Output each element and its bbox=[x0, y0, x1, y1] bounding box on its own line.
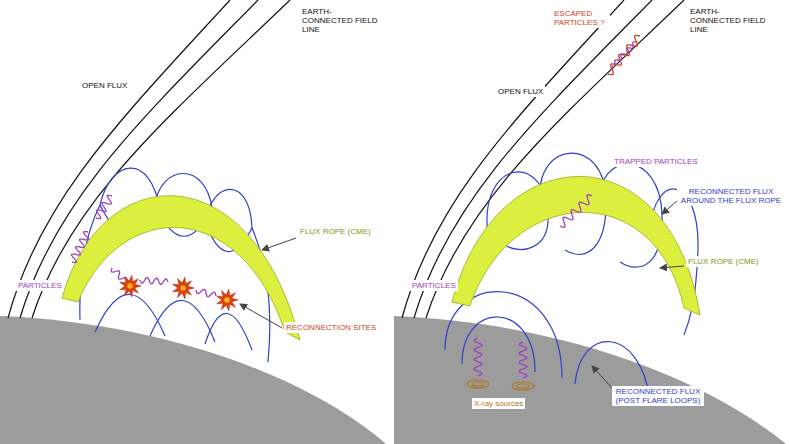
flux-rope bbox=[452, 176, 700, 315]
particle-spiral bbox=[560, 195, 592, 228]
particle-spiral bbox=[140, 278, 168, 285]
annotation-label: RECONNECTED FLUX AROUND THE FLUX ROPE bbox=[677, 186, 785, 206]
particle-spiral bbox=[519, 342, 527, 378]
reconnection-core bbox=[127, 283, 133, 289]
reconnection-site bbox=[217, 289, 238, 311]
particle-spiral bbox=[612, 42, 636, 67]
reconnection-core bbox=[180, 285, 186, 291]
annotation-label: OPEN FLUX bbox=[80, 80, 129, 91]
annotation-label: TRAPPED PARTICLES bbox=[612, 156, 700, 167]
annotation-label: ESCAPED PARTICLES ? bbox=[552, 8, 610, 28]
particle-spirals bbox=[72, 35, 641, 378]
leader-arrow bbox=[240, 200, 684, 388]
annotation-label: FLUX ROPE (CME) bbox=[686, 256, 761, 267]
particle-spiral bbox=[474, 338, 482, 376]
open-flux-lines bbox=[8, 0, 684, 318]
reconnection-site bbox=[173, 277, 194, 299]
particle-spiral bbox=[96, 195, 112, 219]
sun-surface bbox=[394, 316, 786, 444]
particle-spiral bbox=[72, 232, 89, 263]
annotation-label: RECONNECTED FLUX (POST FLARE LOOPS) bbox=[612, 386, 704, 406]
annotation-label: PARTICLES bbox=[410, 280, 458, 291]
annotation-label: EARTH-CONNECTED FIELD LINE bbox=[300, 6, 384, 35]
annotation-label: RECONNECTION SITES bbox=[284, 322, 378, 333]
annotation-label: PARTICLES bbox=[16, 280, 64, 291]
annotation-label: FLUX ROPE (CME) bbox=[298, 226, 373, 237]
annotation-label: OPEN FLUX bbox=[496, 86, 545, 97]
particle-spiral bbox=[196, 289, 216, 296]
flux-rope bbox=[62, 196, 300, 340]
annotation-label: EARTH-CONNECTED FIELD LINE bbox=[688, 6, 772, 35]
reconnection-site bbox=[120, 275, 141, 297]
reconnection-core bbox=[224, 297, 230, 303]
particle-spiral bbox=[608, 35, 640, 74]
annotation-label: X-ray sources bbox=[472, 398, 525, 409]
sun-surface bbox=[0, 316, 386, 444]
particle-spiral bbox=[111, 268, 126, 282]
x-ray-source bbox=[467, 380, 534, 390]
reconnection-stars bbox=[120, 275, 238, 311]
